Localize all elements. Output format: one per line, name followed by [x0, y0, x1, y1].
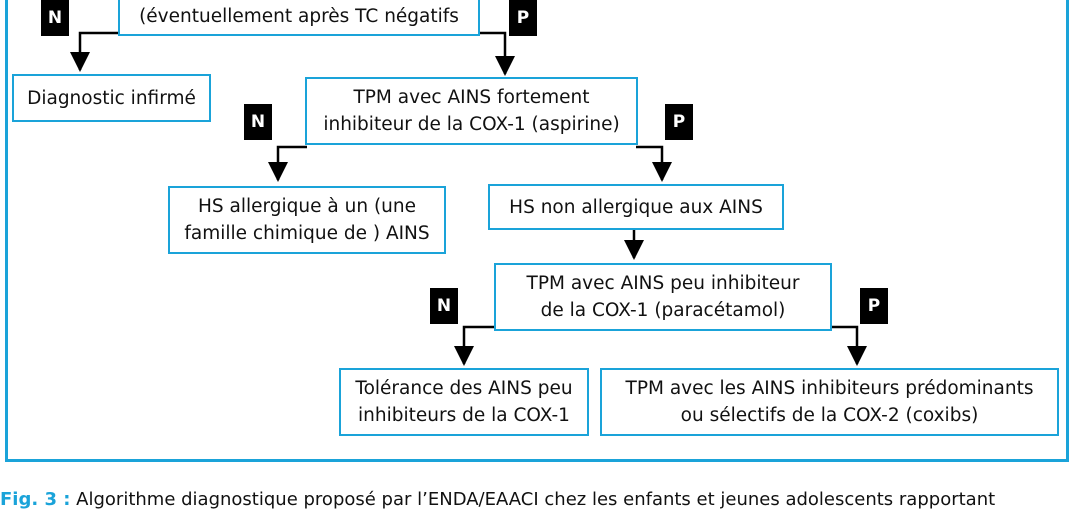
connector-aspirine-n — [268, 145, 307, 182]
hs-non-allergique-text: HS non allergique aux AINS — [509, 196, 763, 218]
hs-allergique-text: HS allergique à un (une famille chimique… — [184, 196, 430, 244]
tag-p-aspirine: P — [665, 104, 693, 140]
connector-paracetamol-n — [454, 325, 496, 366]
box-tpm-coxibs: TPM avec les AINS inhibiteurs prédominan… — [600, 368, 1059, 436]
tag-n-paracetamol: N — [430, 288, 458, 324]
box-tpm-aspirine: TPM avec AINS fortement inhibiteur de la… — [305, 77, 638, 145]
top-decision-box: (éventuellement après TC négatifs — [118, 0, 480, 36]
caption-text: Algorithme diagnostique proposé par l’EN… — [70, 489, 996, 510]
box-tpm-paracetamol: TPM avec AINS peu inhibiteur de la COX-1… — [494, 263, 832, 331]
tag-p-paracetamol: P — [860, 288, 888, 324]
box-diagnostic-infirme: Diagnostic infirmé — [12, 74, 211, 122]
diagnostic-infirme-text: Diagnostic infirmé — [27, 87, 196, 109]
connector-top-n — [70, 31, 120, 72]
figure-caption: Fig. 3 : Algorithme diagnostique proposé… — [0, 488, 1078, 512]
tpm-aspirine-text: TPM avec AINS fortement inhibiteur de la… — [323, 87, 620, 135]
connector-aspirine-p — [636, 145, 672, 182]
connector-paracetamol-p — [830, 325, 867, 366]
diagram-frame — [5, 0, 1069, 462]
box-hs-allergique: HS allergique à un (une famille chimique… — [168, 186, 446, 254]
top-box-text: (éventuellement après TC négatifs — [139, 6, 459, 27]
tpm-paracetamol-text: TPM avec AINS peu inhibiteur de la COX-1… — [526, 273, 800, 321]
caption-label: Fig. 3 : — [0, 489, 71, 510]
box-hs-non-allergique: HS non allergique aux AINS — [488, 184, 784, 230]
box-tolerance: Tolérance des AINS peu inhibiteurs de la… — [339, 368, 589, 436]
flow-connectors — [70, 31, 867, 366]
tag-n-aspirine: N — [244, 104, 272, 140]
tag-n-top: N — [41, 0, 69, 36]
tag-p-top: P — [509, 0, 537, 36]
tolerance-text: Tolérance des AINS peu inhibiteurs de la… — [355, 378, 573, 426]
tpm-coxibs-text: TPM avec les AINS inhibiteurs prédominan… — [625, 378, 1034, 426]
connector-top-p — [478, 31, 515, 76]
